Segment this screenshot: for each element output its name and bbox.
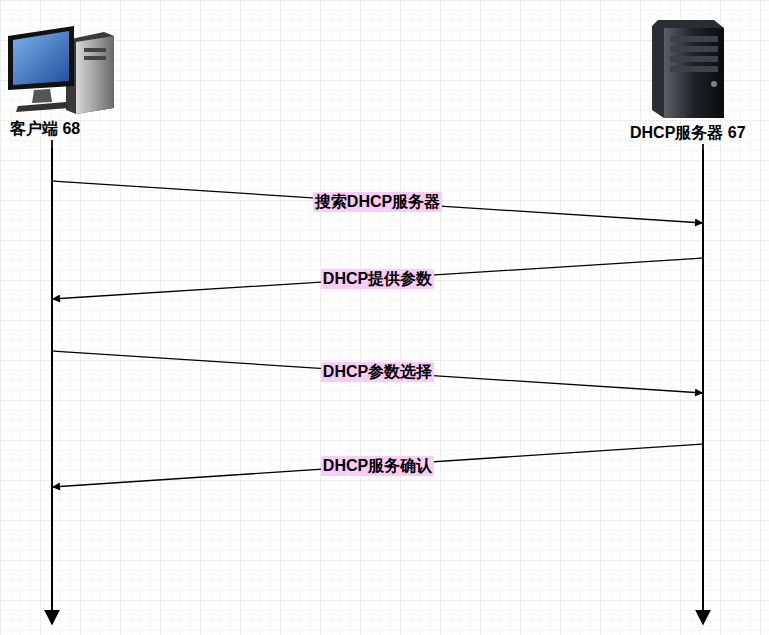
message-arrow	[52, 140, 703, 223]
node-label: 客户端 68	[10, 119, 80, 140]
client-node: 客户端 68	[4, 14, 116, 140]
message-label: DHCP提供参数	[321, 269, 434, 289]
server-node: DHCP服务器 67	[628, 14, 766, 144]
message-arrow	[52, 140, 703, 393]
message-label: 搜索DHCP服务器	[313, 192, 442, 212]
message-arrow	[52, 144, 703, 487]
node-label: DHCP服务器 67	[630, 123, 746, 144]
computer-icon	[4, 14, 116, 118]
server-icon	[628, 14, 766, 118]
message-label: DHCP服务确认	[321, 456, 434, 476]
message-arrow	[52, 144, 703, 299]
message-label: DHCP参数选择	[321, 362, 434, 382]
